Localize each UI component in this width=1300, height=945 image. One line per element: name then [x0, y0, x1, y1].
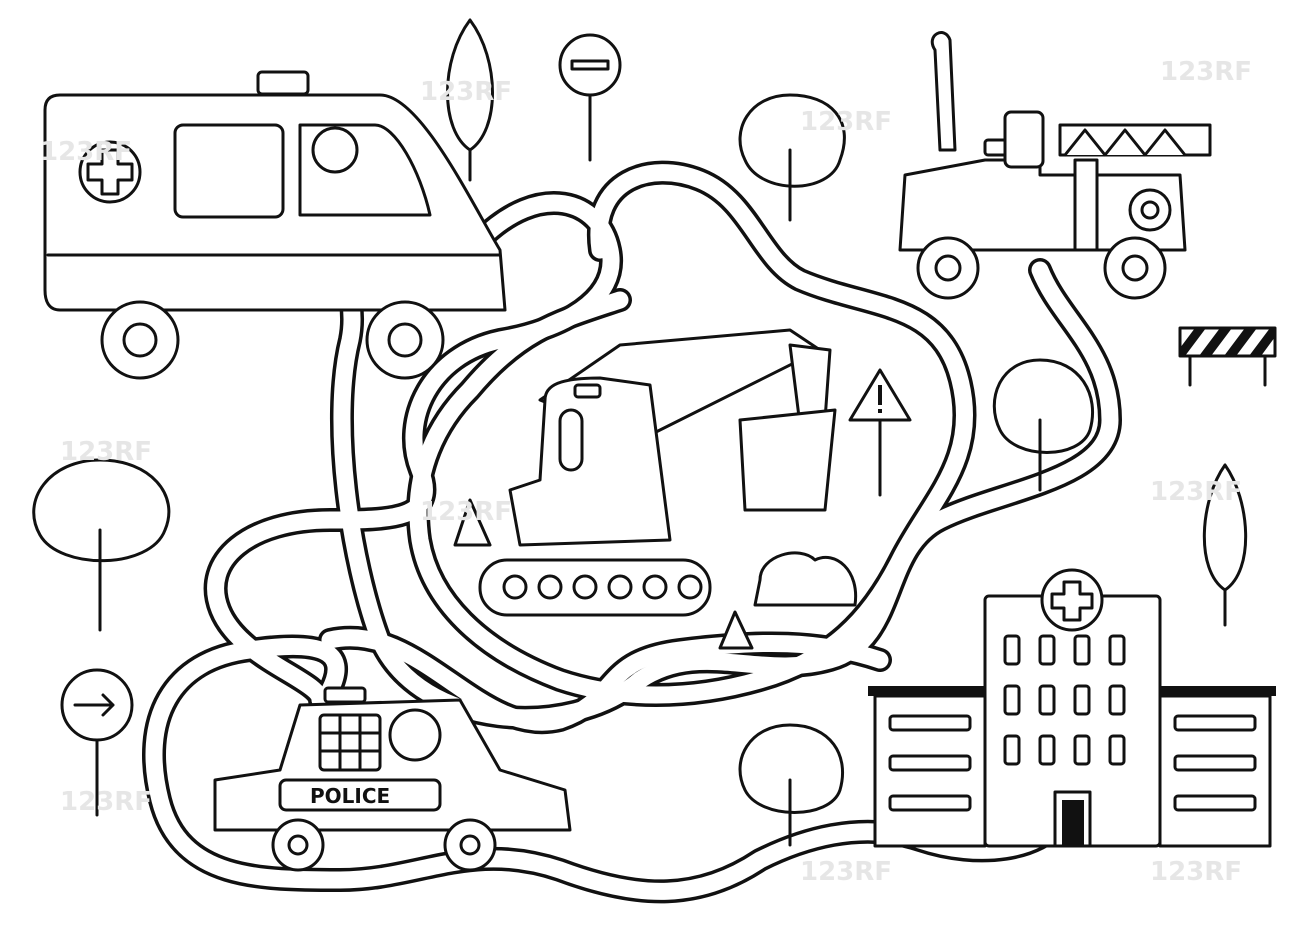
bush: [753, 551, 858, 607]
watermark: 123RF: [60, 787, 152, 817]
hospital: [868, 568, 1276, 848]
traffic-cone: [453, 498, 492, 547]
watermarks: 123RF 123RF 123RF 123RF 123RF 123RF 123R…: [40, 57, 1252, 887]
exclamation-icon: [878, 385, 882, 413]
watermark: 123RF: [60, 437, 152, 467]
fire-truck: [898, 31, 1212, 300]
watermark: 123RF: [800, 107, 892, 137]
watermark: 123RF: [1150, 477, 1242, 507]
police-car: POLICE: [213, 686, 572, 872]
police-label: POLICE: [310, 784, 390, 808]
ambulance: [43, 70, 507, 380]
traffic-cone: [718, 610, 754, 650]
watermark: 123RF: [40, 137, 132, 167]
watermark: 123RF: [420, 497, 512, 527]
bear-driver: [388, 708, 442, 762]
watermark: 123RF: [420, 77, 512, 107]
watermark: 123RF: [1160, 57, 1252, 87]
watermark: 123RF: [800, 857, 892, 887]
giraffe-driver: [930, 31, 957, 152]
excavator: [478, 328, 837, 617]
trees: [32, 18, 1248, 847]
signs: [60, 33, 1277, 817]
watermark: 123RF: [1150, 857, 1242, 887]
road-barrier: [1178, 326, 1277, 387]
animal-driver: [311, 126, 359, 174]
